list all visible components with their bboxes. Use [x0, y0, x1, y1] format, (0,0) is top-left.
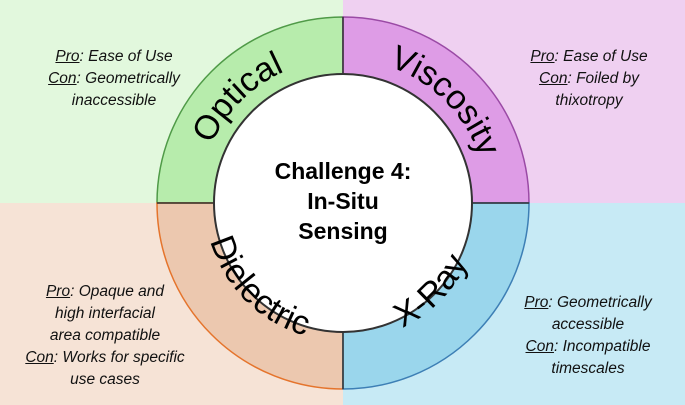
viscosity-pro-text: Ease of Use: [563, 48, 648, 65]
dielectric-pro-text-2: high interfacial: [55, 305, 155, 322]
xray-con-text-2: timescales: [551, 360, 625, 377]
optical-con-text-1: Geometrically: [85, 70, 180, 87]
xray-con-text-1: Incompatible: [562, 338, 651, 355]
optical-pro-text: Ease of Use: [88, 48, 173, 65]
con-key: Con: [539, 70, 568, 87]
dielectric-con-text-1: Works for specific: [62, 349, 185, 366]
dielectric-pro-line: Pro: Opaque and: [45, 283, 165, 300]
con-key: Con: [48, 70, 77, 87]
xray-pro-text-2: accessible: [551, 316, 625, 333]
center-title-line-3: Sensing: [298, 218, 387, 244]
optical-pro-line: Pro: Ease of Use: [55, 48, 173, 65]
pro-key: Pro: [530, 48, 555, 65]
dielectric-notes: Pro: Opaque and high interfacial area co…: [0, 281, 210, 391]
xray-con-line: Con: Incompatible: [525, 338, 651, 355]
dielectric-con-text-2: use cases: [70, 371, 140, 388]
viscosity-pro-line: Pro: Ease of Use: [530, 48, 648, 65]
dielectric-con-line: Con: Works for specific: [25, 349, 185, 366]
optical-notes: Pro: Ease of Use Con: Geometrically inac…: [14, 46, 214, 112]
con-key: Con: [525, 338, 554, 355]
xray-pro-line: Pro: Geometrically: [524, 294, 652, 311]
pro-key: Pro: [45, 283, 71, 300]
center-circle: [213, 73, 473, 333]
viscosity-con-line: Con: Foiled by: [539, 70, 639, 87]
viscosity-con-text-1: Foiled by: [576, 70, 639, 87]
pro-key: Pro: [55, 48, 80, 65]
xray-pro-text-1: Geometrically: [557, 294, 652, 311]
optical-con-text-2: inaccessible: [71, 92, 157, 109]
optical-con-line: Con: Geometrically: [48, 70, 180, 87]
center-title-line-2: In-Situ: [307, 188, 379, 214]
viscosity-con-text-2: thixotropy: [555, 92, 623, 109]
dielectric-pro-text-3: area compatible: [49, 327, 161, 344]
xray-notes: Pro: Geometrically accessible Con: Incom…: [502, 292, 674, 380]
pro-key: Pro: [524, 294, 549, 311]
con-key: Con: [25, 349, 54, 366]
viscosity-notes: Pro: Ease of Use Con: Foiled by thixotro…: [504, 46, 674, 112]
dielectric-pro-text-1: Opaque and: [78, 283, 165, 300]
center-title-line-1: Challenge 4:: [275, 158, 412, 184]
